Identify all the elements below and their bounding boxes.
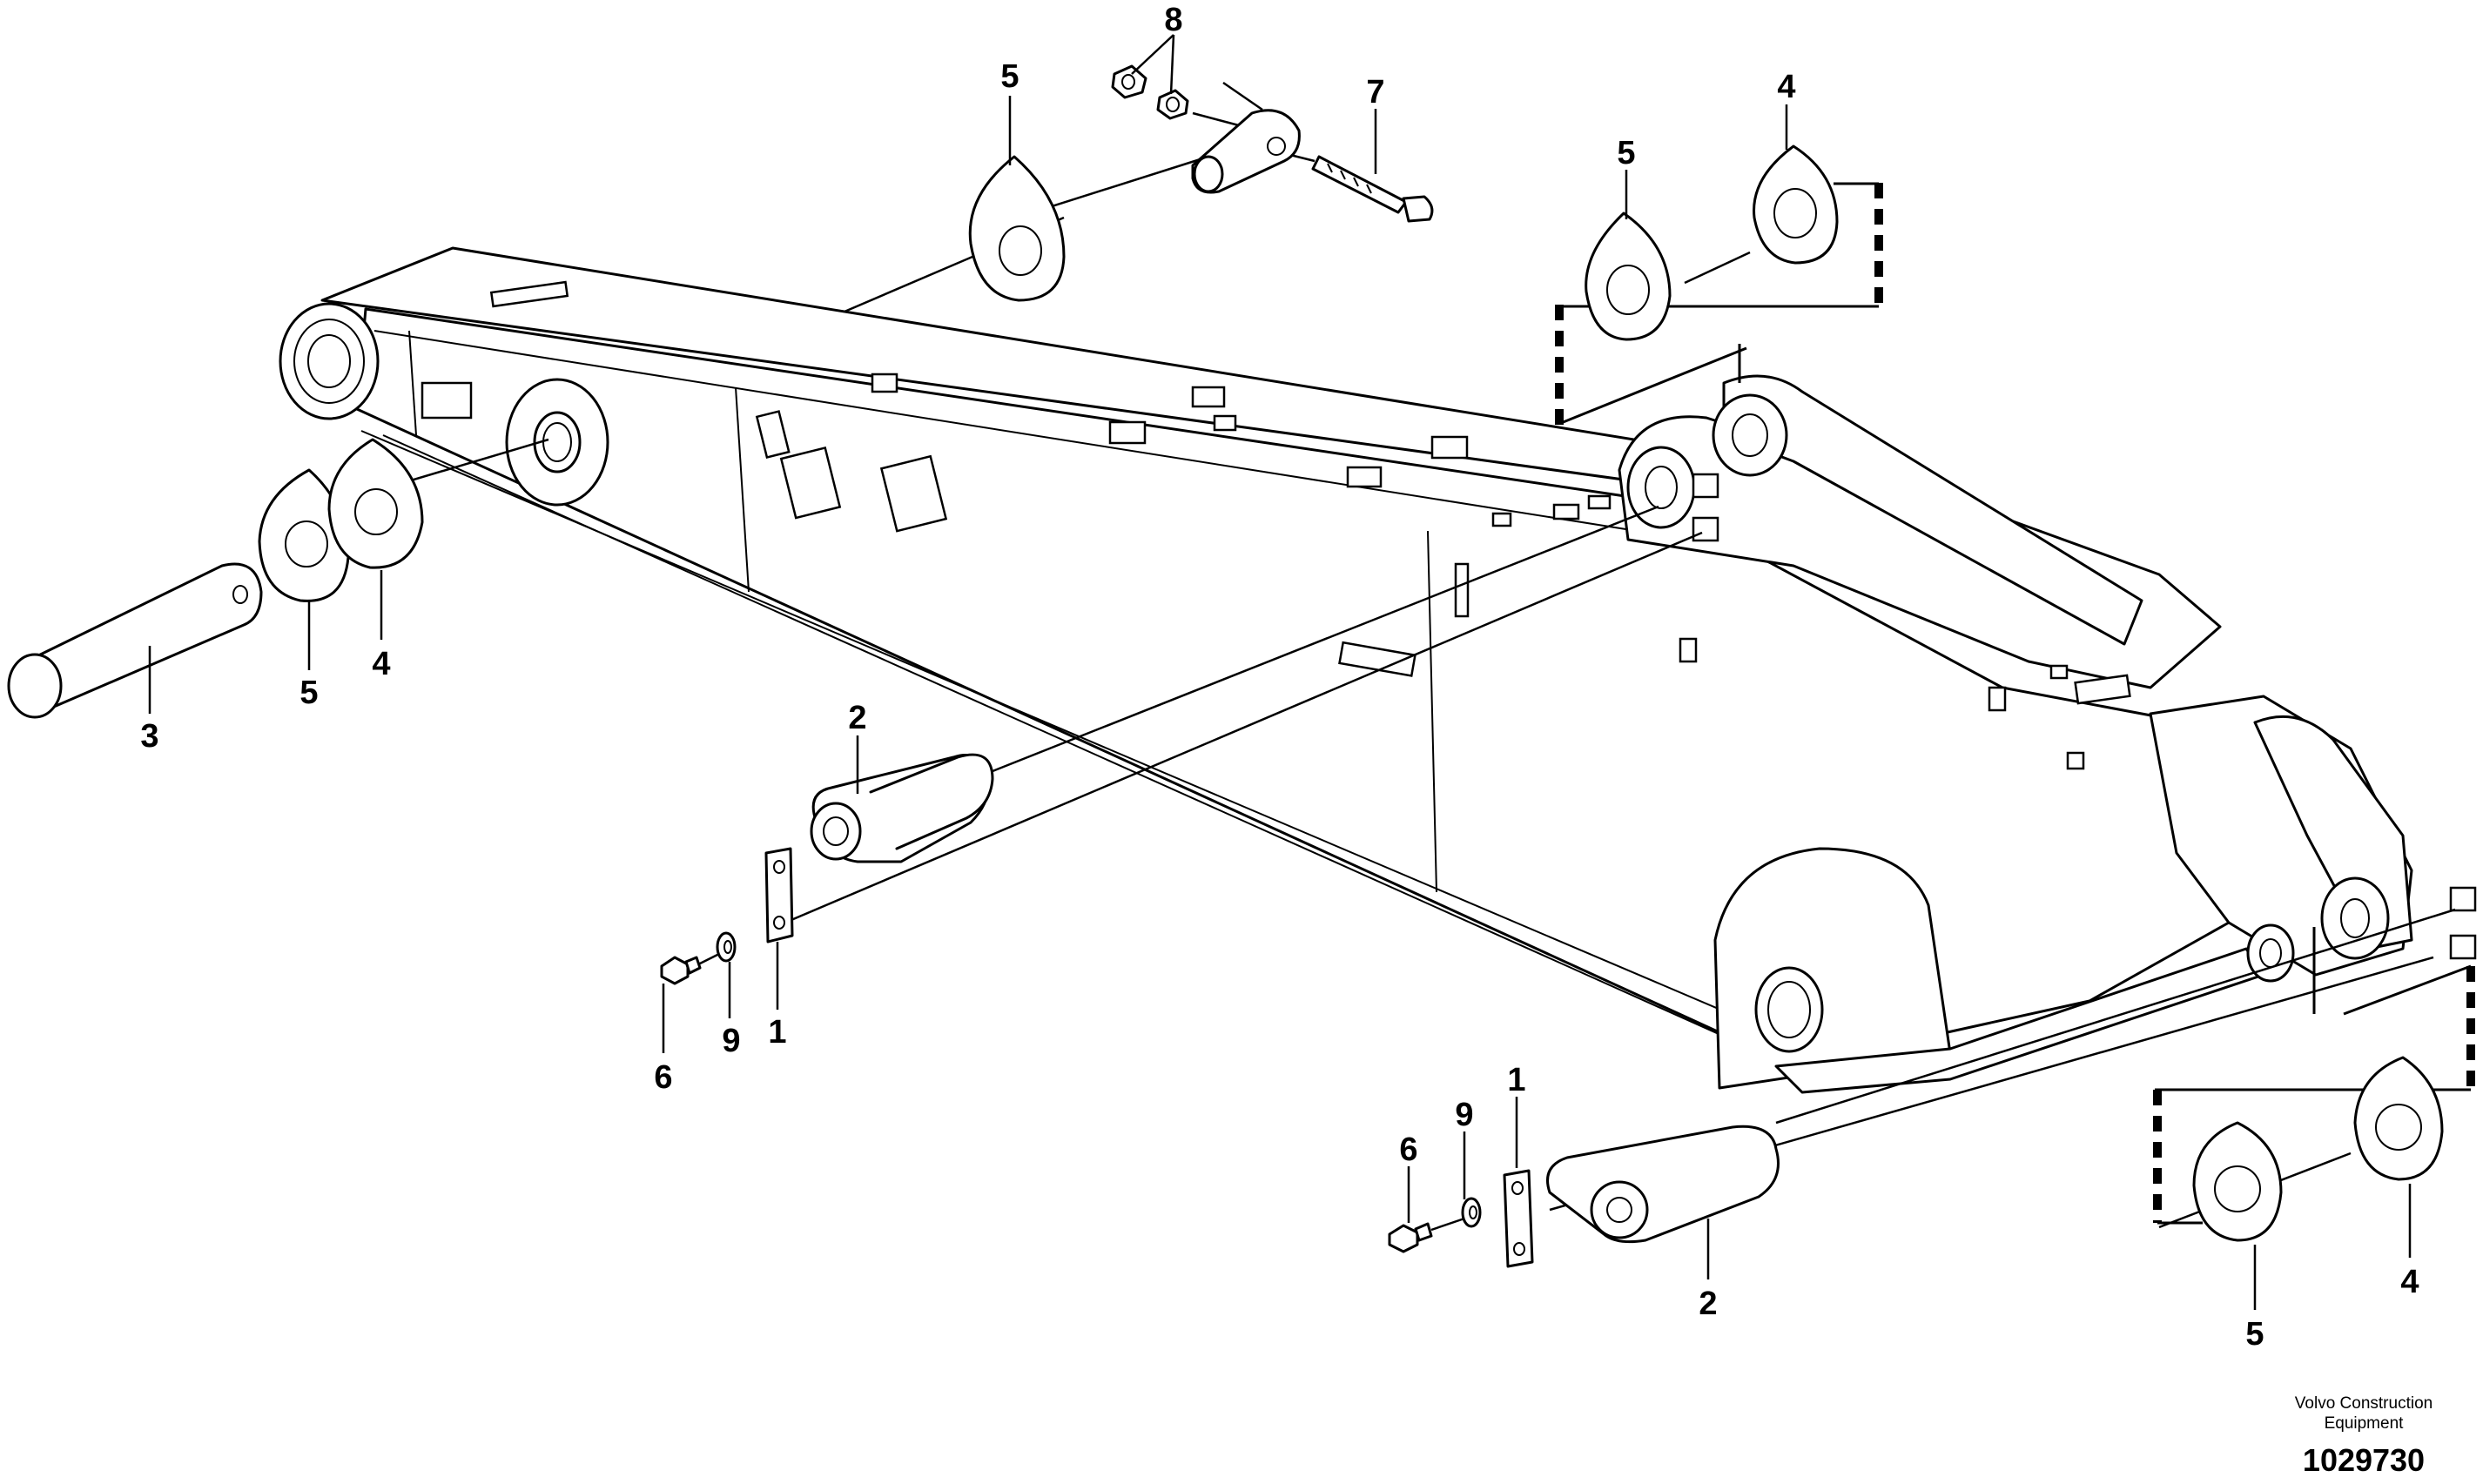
nut-part-8-b [1156, 89, 1189, 120]
callout-2-lower: 2 [1699, 1286, 1717, 1322]
shim-part-5-lower-right [2192, 1121, 2283, 1242]
callout-8: 8 [1164, 2, 1182, 38]
washer-part-9-lower [1461, 1197, 1482, 1228]
pin-part-3 [7, 562, 263, 719]
callout-labels: 5 8 7 5 4 5 4 3 2 6 9 1 6 9 1 2 5 4 [140, 2, 2419, 1353]
top-pin-assembly [1191, 109, 1301, 194]
brand-line-2: Equipment [2325, 1414, 2405, 1433]
callout-3: 3 [140, 718, 158, 755]
callout-5-top: 5 [1000, 58, 1019, 95]
brand-block: Volvo Construction Equipment 1029730 [2295, 1394, 2433, 1478]
figure-number: 1029730 [2303, 1442, 2425, 1478]
shim-part-4-upper-right [1753, 144, 1839, 265]
callout-6-middle: 6 [654, 1059, 672, 1096]
boom-front-eye [279, 302, 380, 420]
shim-part-4-left [327, 438, 424, 569]
callout-leaders [148, 34, 2412, 1310]
nut-part-8-a [1111, 64, 1147, 99]
brand-line-1: Volvo Construction [2295, 1394, 2433, 1413]
pin-part-2-middle [810, 753, 994, 863]
welded-blocks [421, 280, 2477, 960]
lock-plate-part-1-lower [1503, 1169, 1534, 1268]
callout-9-middle: 9 [722, 1023, 740, 1059]
lock-plate-part-1-middle [764, 847, 794, 943]
side-bushing-boss [505, 378, 609, 507]
callout-5-lower-right: 5 [2245, 1316, 2264, 1353]
shim-part-5-upper-right [1585, 212, 1672, 341]
callout-9-lower: 9 [1455, 1097, 1473, 1133]
callout-4-left: 4 [372, 646, 390, 682]
callout-2-middle: 2 [848, 700, 866, 736]
washer-part-9-middle [716, 931, 737, 963]
boom-body [320, 246, 2413, 1094]
callout-4-upper-right: 4 [1777, 69, 1795, 105]
shim-part-4-lower-right [2353, 1056, 2444, 1181]
callout-5-upper-right: 5 [1617, 135, 1635, 171]
callout-4-lower-right: 4 [2400, 1264, 2419, 1300]
shim-part-5-top [968, 155, 1066, 302]
callout-7: 7 [1366, 74, 1384, 111]
head-pin-bosses [1626, 393, 2390, 983]
pin-part-2-lower [1546, 1125, 1780, 1244]
bolt-part-7 [1311, 155, 1434, 223]
callout-1-middle: 1 [768, 1014, 786, 1051]
callout-6-lower: 6 [1399, 1131, 1417, 1168]
callout-1-lower: 1 [1507, 1062, 1525, 1098]
bolt-part-6-middle [660, 956, 702, 985]
callout-5-left: 5 [299, 675, 318, 711]
bolt-part-6-lower [1388, 1217, 1465, 1253]
